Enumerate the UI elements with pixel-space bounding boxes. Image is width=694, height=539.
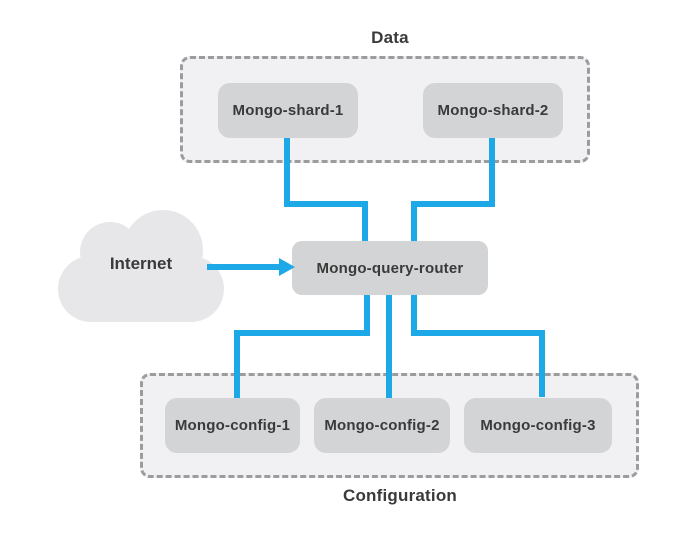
cloud-icon [58, 210, 224, 322]
node-mongo-shard-1: Mongo-shard-1 [218, 83, 358, 138]
node-mongo-shard-2-label: Mongo-shard-2 [437, 102, 549, 119]
edge-shard1-router-seg3 [362, 201, 368, 242]
internet-router-arrowhead-icon [279, 258, 295, 276]
edge-shard2-router-seg3 [411, 201, 417, 242]
internet-label: Internet [109, 254, 173, 273]
node-mongo-config-1-label: Mongo-config-1 [174, 417, 291, 434]
configuration-group-label: Configuration [342, 486, 458, 505]
node-mongo-config-2: Mongo-config-2 [314, 398, 450, 453]
data-group-label: Data [371, 28, 409, 47]
edge-router-config3-seg1 [411, 295, 417, 336]
edge-shard2-router-seg1 [489, 138, 495, 207]
edge-router-config2 [386, 295, 392, 398]
edge-router-config3-seg3 [539, 330, 545, 397]
node-mongo-config-1: Mongo-config-1 [165, 398, 300, 453]
internet-router-arrow-shaft [207, 264, 281, 270]
node-mongo-config-3-label: Mongo-config-3 [480, 417, 596, 434]
edge-router-config3-seg2 [411, 330, 545, 336]
node-mongo-shard-2: Mongo-shard-2 [423, 83, 563, 138]
node-mongo-query-router-label: Mongo-query-router [316, 259, 464, 277]
node-mongo-query-router: Mongo-query-router [292, 241, 488, 295]
node-mongo-config-3: Mongo-config-3 [464, 398, 612, 453]
edge-shard1-router-seg2 [284, 201, 368, 207]
edge-shard2-router-seg2 [411, 201, 495, 207]
edge-router-config1-seg3 [234, 330, 240, 398]
node-mongo-shard-1-label: Mongo-shard-1 [232, 102, 344, 119]
edge-router-config1-seg1 [364, 295, 370, 336]
edge-shard1-router-seg1 [284, 138, 290, 207]
edge-router-config1-seg2 [234, 330, 370, 336]
internet-cloud: Internet [58, 206, 224, 322]
node-mongo-config-2-label: Mongo-config-2 [324, 417, 440, 434]
